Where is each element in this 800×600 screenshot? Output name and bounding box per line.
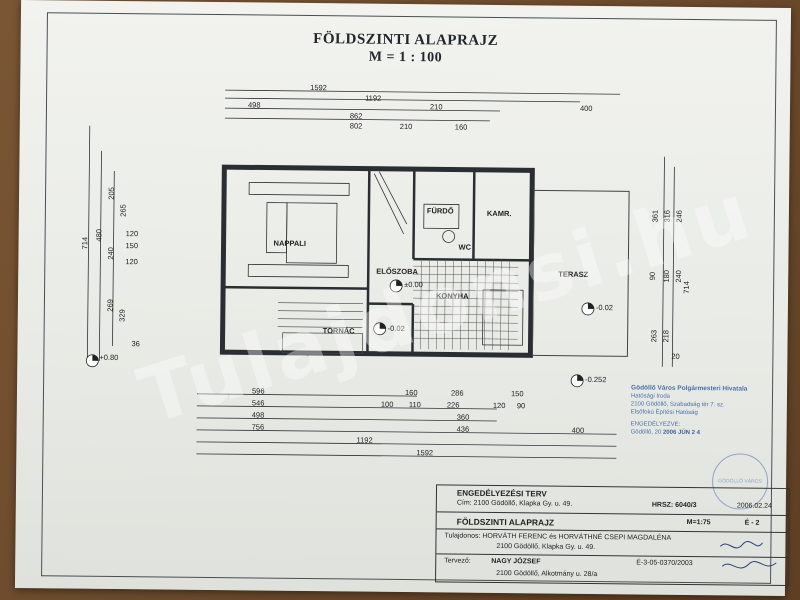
tb-owners: Tulajdonos: HORVÁTH FERENC és HORVÁTHNÉ …: [444, 532, 672, 542]
dim-bottom-6: 160: [404, 388, 418, 398]
floor-plan: [85, 89, 675, 459]
dim-top-0: 1592: [310, 83, 327, 93]
dim-right-8: 218: [661, 329, 671, 343]
dim-top-3: 210: [429, 102, 443, 112]
tb-divider-1: [436, 511, 789, 517]
dim-left-1: 480: [94, 229, 104, 242]
dim-left-0: 714: [80, 236, 90, 250]
dim-top-4: 400: [579, 103, 593, 113]
stamp-place: Gödöllő, 20: [630, 429, 662, 436]
dim-bottom-12: 120: [492, 400, 506, 411]
dim-bottom-5: 1592: [416, 448, 434, 458]
dim-top-7: 210: [399, 121, 413, 132]
tb-scale: M=1:75: [686, 518, 711, 527]
dim-bottom-8: 150: [510, 389, 524, 399]
dim-bottom-14: 360: [456, 412, 470, 422]
dim-left-3: 265: [118, 204, 128, 217]
dim-left-7: 120: [125, 257, 138, 267]
room-label-furdo: FÜRDŐ: [426, 206, 454, 216]
dim-left-9: 329: [117, 309, 127, 322]
dim-bottom-13: 90: [516, 401, 526, 411]
dim-left-2: 205: [106, 187, 116, 200]
dim-bottom-10: 110: [408, 400, 421, 410]
dim-bottom-3: 756: [251, 422, 265, 432]
stamp-date: 2006 JÚN 2 4: [662, 429, 701, 437]
tb-date: 2006.02.24: [736, 502, 772, 510]
level-mark-5: -0.252: [585, 374, 607, 385]
dim-top-8: 160: [454, 122, 468, 132]
title-block: ENGEDÉLYEZÉSI TERV Cím: 2100 Gödöllő, Kl…: [435, 484, 791, 587]
tb-owners-address: 2100 Gödöllő, Klapka Gy. u. 49.: [496, 542, 596, 552]
dim-right-9: 20: [671, 351, 680, 361]
dim-left-4: 120: [125, 229, 139, 239]
tb-license: É-3-05-0370/2003: [636, 559, 693, 568]
dim-bottom-7: 286: [450, 388, 464, 398]
dim-left-10: 36: [131, 339, 140, 349]
dim-left-5: 150: [125, 241, 139, 251]
tb-plan-type: ENGEDÉLYEZÉSI TERV: [456, 488, 547, 499]
stamp-line-6: Gödöllő, 20 2006 JÚN 2 4: [631, 428, 791, 438]
tb-designer-address: 2100 Gödöllő, Alkotmány u. 28/a: [496, 569, 598, 579]
dim-bottom-16: 400: [571, 425, 585, 435]
tb-designer-label: Tervező:: [444, 557, 471, 565]
dim-top-2: 498: [247, 100, 261, 110]
dim-bottom-11: 226: [446, 400, 460, 410]
dim-right-7: 263: [649, 329, 659, 343]
tb-sheet-title: FÖLDSZINTI ALAPRAJZ: [456, 516, 555, 528]
dim-top-5: 862: [349, 111, 363, 121]
level-mark-1: +0.80: [99, 352, 119, 363]
dim-bottom-15: 436: [456, 424, 470, 434]
level-mark-4: -0.02: [595, 303, 614, 313]
room-label-nappali: NAPPALI: [273, 238, 306, 248]
tb-hrsz: HRSZ: 6040/3: [651, 501, 697, 510]
drawing-sheet: FÖLDSZINTI ALAPRAJZ M = 1 : 100: [14, 0, 792, 597]
dim-bottom-9: 100: [380, 399, 394, 409]
dim-bottom-4: 1192: [356, 435, 373, 445]
tb-address: Cím: 2100 Gödöllő, Klapka Gy. u. 49.: [456, 499, 573, 508]
dim-left-8: 269: [105, 299, 115, 312]
dim-top-6: 802: [349, 121, 363, 131]
dim-left-6: 240: [106, 247, 116, 260]
signatures: [720, 541, 777, 569]
stamp-line-4: Elsőfokú Építési Hatóság: [630, 409, 698, 417]
dim-right-0: 714: [681, 281, 691, 294]
room-label-kamra: KAMR.: [486, 208, 512, 219]
dim-top-1: 1192: [365, 93, 382, 103]
tb-designer: NAGY JÓZSEF: [491, 557, 541, 566]
tb-sheet-no: É - 2: [744, 519, 760, 527]
authority-stamp: Gödöllő Város Polgármesteri Hivatala Hat…: [631, 384, 792, 438]
